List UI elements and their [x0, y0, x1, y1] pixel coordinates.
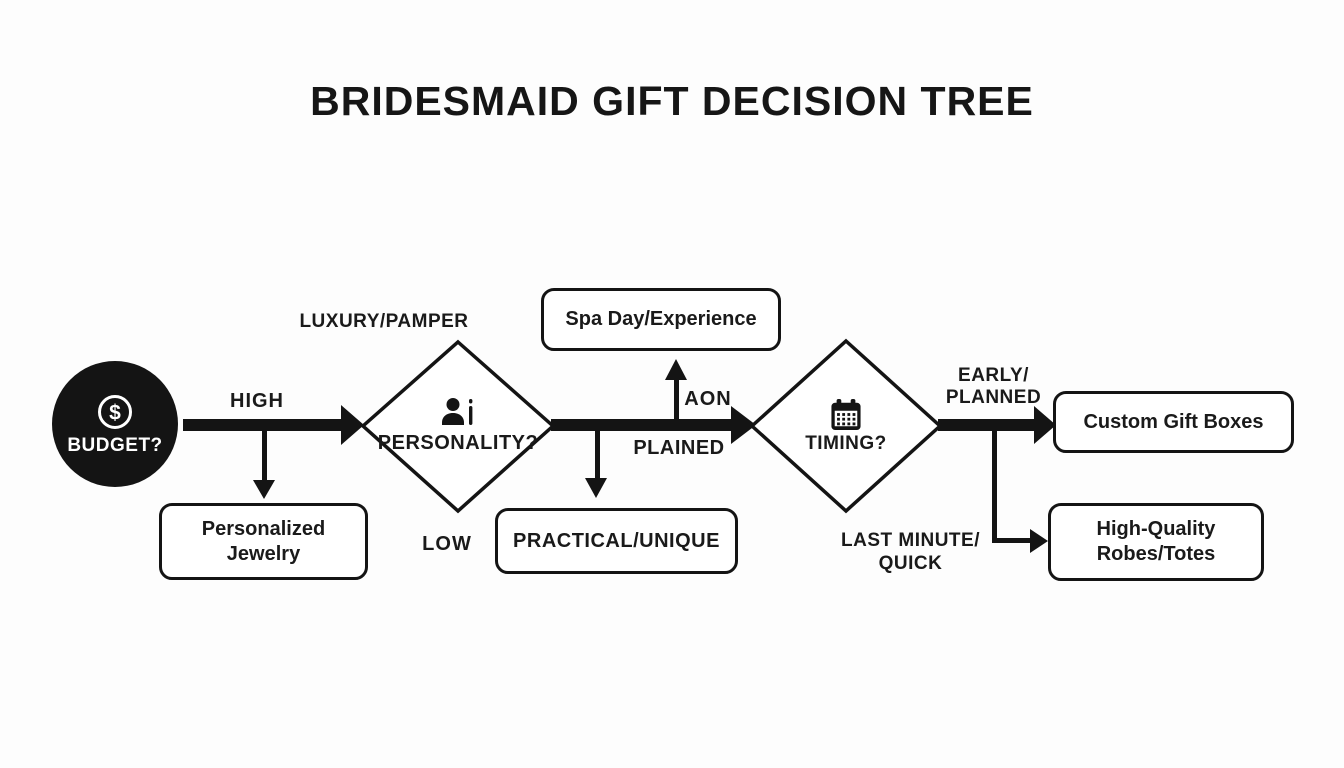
budget-label: BUDGET?: [67, 434, 163, 456]
branch-label-line: LAST MINUTE/: [841, 530, 980, 551]
branch-label-plained: PLAINED: [633, 437, 725, 459]
outcome-spa-day-experience: Spa Day/Experience: [541, 288, 781, 351]
branch-label-luxury-pamper: LUXURY/PAMPER: [299, 311, 469, 332]
arrow-robes-head: [1030, 529, 1048, 553]
outcome-line: Jewelry: [226, 542, 301, 565]
arrow-practical-shaft: [595, 431, 600, 480]
branch-label-aon: AON: [684, 388, 732, 410]
node-personality: PERSONALITY?: [366, 382, 550, 470]
outcome-line: PRACTICAL/UNIQUE: [513, 529, 720, 552]
branch-label-early-planned: EARLY/ PLANNED: [916, 365, 1071, 409]
outcome-custom-gift-boxes: Custom Gift Boxes: [1053, 391, 1294, 453]
outcome-personalized-jewelry: Personalized Jewelry: [159, 503, 368, 580]
calendar-icon: [831, 399, 861, 430]
outcome-line: Custom Gift Boxes: [1083, 410, 1264, 433]
arrow-personality-timing-shaft: [551, 419, 732, 431]
node-budget: $ BUDGET?: [52, 361, 178, 487]
branch-label-line: PLANNED: [945, 387, 1042, 408]
arrow-high-head: [341, 405, 364, 445]
outcome-high-quality-robes-totes: High-Quality Robes/Totes: [1048, 503, 1264, 581]
dollar-circle-icon: $: [98, 394, 132, 429]
personality-label: PERSONALITY?: [377, 432, 539, 454]
arrow-jewelry-shaft: [262, 425, 267, 482]
arrow-robes-horizontal: [992, 538, 1030, 543]
arrow-robes-vertical: [992, 431, 997, 543]
branch-label-last-minute-quick: LAST MINUTE/ QUICK: [823, 529, 998, 575]
branch-label-low: LOW: [422, 533, 472, 555]
branch-label-line: EARLY/: [958, 365, 1029, 386]
node-timing: TIMING?: [756, 386, 936, 468]
branch-label-line: QUICK: [878, 553, 943, 574]
arrow-spa-head: [665, 359, 687, 380]
timing-label: TIMING?: [805, 433, 887, 454]
page-title: BRIDESMAID GIFT DECISION TREE: [310, 78, 1034, 124]
personality-diamond-shape: [360, 339, 556, 514]
arrow-spa-shaft: [674, 377, 679, 422]
arrow-personality-timing-head: [731, 406, 756, 444]
arrow-custom-shaft: [938, 419, 1035, 431]
outcome-line: Personalized: [201, 517, 326, 540]
arrow-jewelry-head: [253, 480, 275, 499]
svg-text:$: $: [109, 401, 121, 424]
branch-label-high: HIGH: [230, 390, 284, 412]
outcome-line: Spa Day/Experience: [565, 308, 757, 330]
arrow-practical-head: [585, 478, 607, 498]
person-icon: [442, 398, 473, 425]
arrow-custom-head: [1034, 406, 1056, 444]
outcome-line: Robes/Totes: [1096, 543, 1216, 565]
outcome-practical-unique: PRACTICAL/UNIQUE: [495, 508, 738, 574]
outcome-line: High-Quality: [1096, 518, 1216, 540]
